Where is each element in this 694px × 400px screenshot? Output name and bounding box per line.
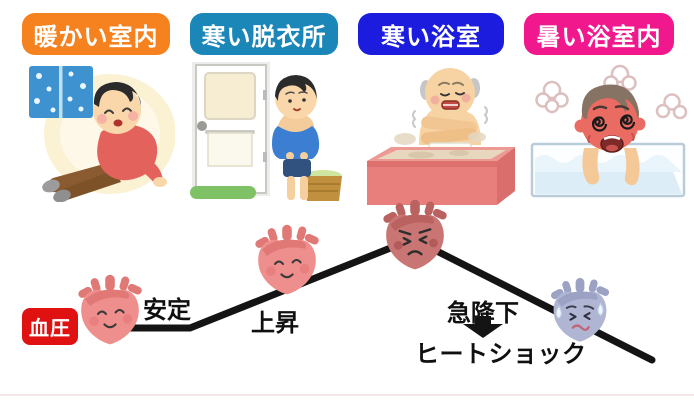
bath-mat-icon	[190, 186, 256, 199]
shivering-man-cold-bathroom-illustration	[367, 68, 515, 205]
sweat-drop-icon	[555, 305, 562, 319]
heart-exhausted-blue-icon	[551, 277, 610, 342]
bottom-edge-line	[0, 394, 694, 396]
chip-hot-bath: 暑い浴室内	[524, 13, 674, 55]
overheated-man-hot-bath-illustration	[530, 64, 688, 198]
shiver-lines-icon	[412, 106, 488, 128]
blood-pressure-badge: 血圧	[22, 308, 78, 345]
label-heat-shock: ヒートショック	[415, 341, 587, 368]
chip-warm-room: 暖かい室内	[22, 13, 170, 55]
snowy-window-icon	[29, 66, 93, 118]
relaxing-man-warm-room-illustration	[29, 66, 175, 202]
wicker-basket-icon	[304, 170, 342, 201]
sweat-drop-icon	[597, 302, 604, 316]
label-rise: 上昇	[251, 310, 299, 337]
chip-cold-dressing: 寒い脱衣所	[190, 13, 338, 55]
overheated-man	[574, 84, 646, 186]
label-stable: 安定	[143, 297, 191, 324]
chip-cold-bathroom: 寒い浴室	[358, 13, 504, 55]
bathtub-icon	[367, 132, 515, 205]
relaxing-man	[42, 82, 167, 202]
heart-calm-rising-icon	[255, 224, 319, 295]
bathtub-white-icon	[530, 142, 686, 198]
heart-strained-peak-icon	[383, 199, 447, 270]
door-icon	[192, 62, 270, 196]
dizzy-spiral-eyes-icon	[591, 114, 636, 132]
man-undressing-dressing-room-illustration	[190, 62, 342, 201]
heart-calm-stable-icon	[78, 274, 142, 345]
steam-puffs-icon	[535, 64, 688, 120]
arrow-down-icon	[463, 316, 503, 338]
undressing-man	[272, 75, 320, 200]
